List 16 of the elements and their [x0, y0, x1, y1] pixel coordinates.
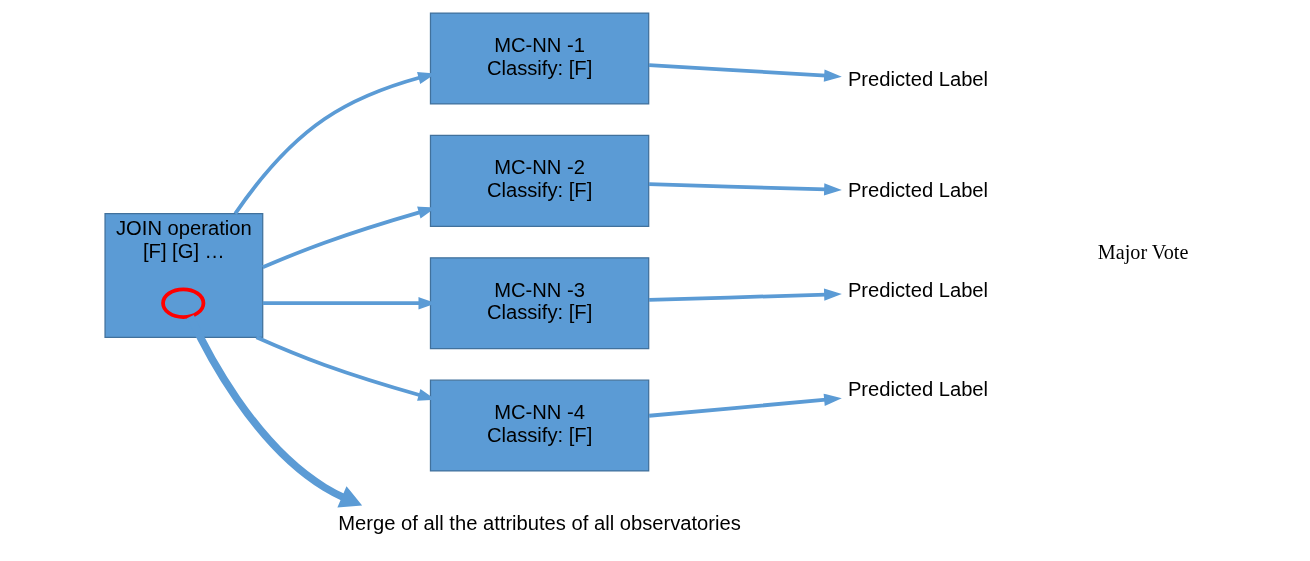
arrow: [648, 393, 842, 418]
node-box: MC-NN -2 Classify: [F]: [429, 134, 650, 227]
arrow: [648, 63, 842, 82]
arrow: [649, 288, 842, 302]
node-text: Predicted Label: [847, 68, 989, 90]
node-box: MC-NN -1 Classify: [F]: [429, 12, 650, 105]
cluster: JOIN operation [F] [G] …: [104, 213, 264, 338]
node-text: Merge of all the attributes of all observatories: [338, 512, 741, 534]
label: Major Vote: [1097, 240, 1189, 263]
node-text: Predicted Label: [847, 179, 989, 201]
arrow: [649, 182, 842, 196]
node-circle: [161, 287, 206, 319]
node-text: Predicted Label: [847, 278, 989, 301]
node-box: MC-NN -4 Classify: [F]: [429, 379, 650, 472]
node-box: MC-NN -3 Classify: [F]: [429, 257, 650, 350]
node-text: Predicted Label: [847, 378, 989, 401]
